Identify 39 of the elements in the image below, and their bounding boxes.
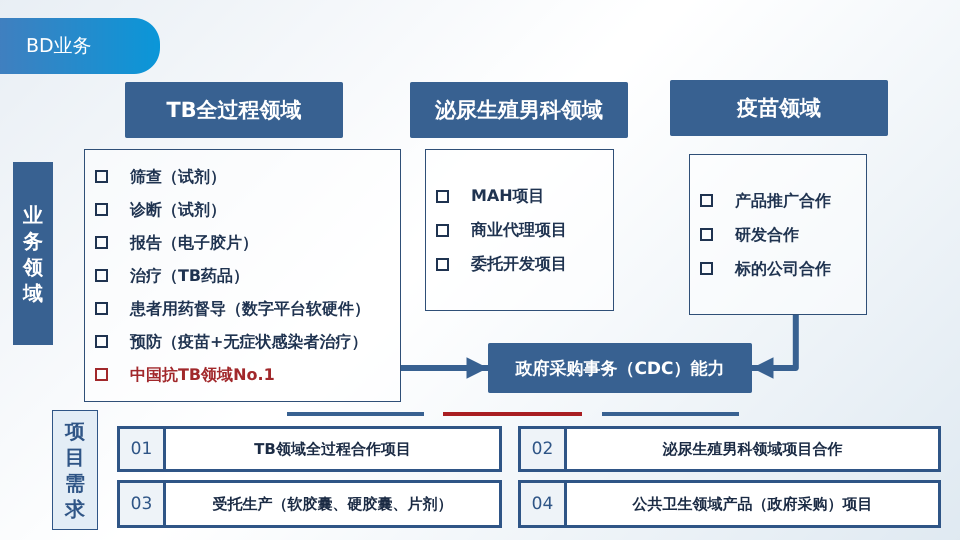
domain-header: 泌尿生殖男科领域 [410, 82, 628, 138]
list-item: 治疗（TB药品） [130, 266, 250, 286]
side-label: 项目需求 [65, 418, 85, 522]
project-name: 泌尿生殖男科领域项目合作 [662, 438, 844, 460]
list-item: 商业代理项目 [471, 220, 567, 240]
list-item: 委托开发项目 [471, 254, 567, 274]
list-panel [425, 149, 614, 311]
list-item: 诊断（试剂） [130, 200, 226, 220]
domain-header: TB全过程领域 [125, 82, 343, 138]
list-panel [84, 149, 401, 402]
project-row [518, 426, 941, 472]
side-label-bar [13, 162, 53, 345]
project-row [518, 480, 941, 528]
list-item: 研发合作 [735, 224, 799, 244]
list-item: 患者用药督导（数字平台软硬件） [130, 298, 370, 318]
row-number: 03 [120, 483, 166, 525]
side-label-bar [52, 410, 98, 530]
capability-box: 政府采购事务（CDC）能力 [488, 343, 752, 393]
list-panel [689, 154, 867, 315]
list-item: 预防（疫苗+无症状感染者治疗） [130, 332, 368, 352]
project-row [117, 426, 502, 472]
project-row [117, 480, 502, 528]
side-label: 业务领域 [23, 202, 43, 306]
domain-header: 疫苗领域 [670, 80, 888, 136]
arrow [752, 315, 799, 379]
arrow [401, 357, 488, 379]
list-item: 筛查（试剂） [130, 166, 226, 186]
list-item: 产品推广合作 [735, 190, 831, 210]
title-tab: BD业务 [0, 18, 160, 74]
list-item: MAH项目 [471, 186, 545, 206]
row-number: 02 [521, 429, 567, 469]
row-number: 01 [120, 429, 166, 469]
list-item: 标的公司合作 [735, 258, 831, 278]
project-name: 公共卫生领域产品（政府采购）项目 [631, 494, 874, 514]
row-number: 04 [521, 483, 567, 525]
project-name: 受托生产（软胶囊、硬胶囊、片剂） [212, 494, 454, 514]
list-item: 报告（电子胶片） [130, 232, 258, 252]
project-name: TB领域全过程合作项目 [253, 438, 412, 460]
list-item: 中国抗TB领域No.1 [130, 364, 275, 384]
